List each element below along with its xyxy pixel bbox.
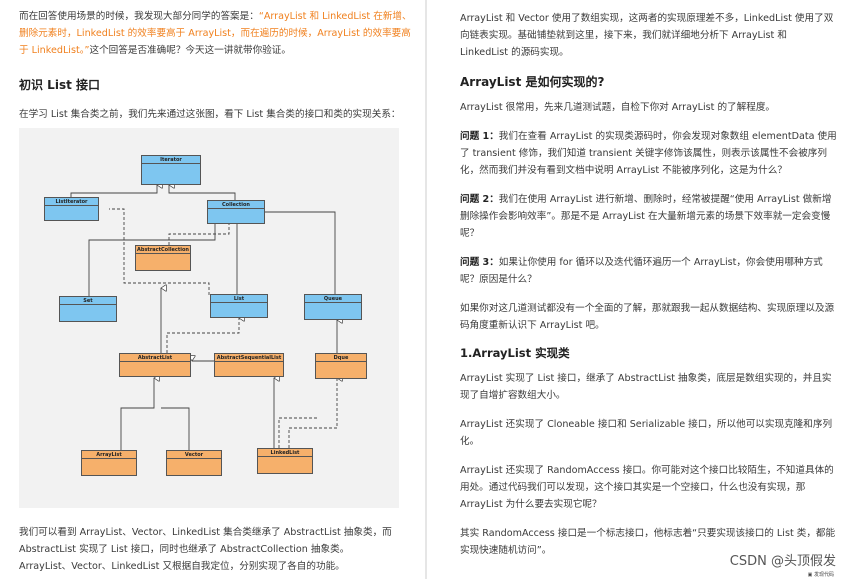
para-before-diagram: 在学习 List 集合类之前，我们先来通过这张图，看下 List 集合类的接口和…	[19, 109, 401, 120]
section-heading-list: 初识 List 接口	[19, 78, 100, 92]
para-quiz-intro: ArrayList 很常用，先来几道测试题，自检下你对 ArrayList 的了…	[460, 102, 776, 113]
uml-node-abstractlist: AbstractList	[119, 353, 191, 377]
intro-text-end: 这个回答是否准确呢？今天这一讲就带你验证。	[89, 45, 291, 56]
uml-node-collection: Collection	[207, 200, 265, 224]
small-watermark: ▣ 发现代码	[807, 572, 834, 578]
question-2: 问题 2：我们在使用 ArrayList 进行新增、删除时，经常被提醒“使用 A…	[460, 194, 832, 239]
left-page: 而在回答使用场景的时候，我发现大部分同学的答案是：“ArrayList 和 Li…	[0, 0, 425, 579]
intro-highlight: “ArrayList 和 LinkedList 在新增、删除元素时，Linked…	[19, 11, 412, 56]
uml-node-queue: Queue	[304, 294, 362, 320]
uml-node-arraylist: ArrayList	[81, 450, 137, 476]
csdn-watermark: CSDN @头顶假发	[729, 554, 836, 569]
para-randomaccess-marker: 其实 RandomAccess 接口是一个标志接口，他标志着“只要实现该接口的 …	[460, 528, 836, 556]
question-1: 问题 1：我们在查看 ArrayList 的实现类源码时，你会发现对象数组 el…	[460, 131, 837, 176]
intro-text: 而在回答使用场景的时候，我发现大部分同学的答案是：	[19, 11, 259, 22]
uml-node-abstractsequentiallist: AbstractSequentialList	[214, 353, 284, 377]
uml-node-vector: Vector	[166, 450, 222, 476]
para-arraylist-impl: ArrayList 实现了 List 接口，继承了 AbstractList 抽…	[460, 373, 832, 401]
section-heading-how: ArrayList 是如何实现的?	[460, 75, 605, 89]
para-array-vector: ArrayList 和 Vector 使用了数组实现，这两者的实现原理差不多，L…	[460, 13, 834, 58]
uml-node-linkedlist: LinkedList	[257, 448, 313, 474]
page-divider	[425, 0, 427, 579]
para-recap: 如果你对这几道测试都没有一个全面的了解，那就跟我一起从数据结构、实现原理以及源码…	[460, 303, 835, 331]
uml-class-diagram: Iterator ListIterator Collection Abstrac…	[19, 128, 399, 508]
section-heading-arraylist: 1.ArrayList 实现类	[460, 346, 570, 360]
para-randomaccess: ArrayList 还实现了 RandomAccess 接口。你可能对这个接口比…	[460, 465, 834, 510]
right-page: ArrayList 和 Vector 使用了数组实现，这两者的实现原理差不多，L…	[428, 0, 852, 579]
intro-paragraph: 而在回答使用场景的时候，我发现大部分同学的答案是：“ArrayList 和 Li…	[19, 8, 415, 59]
uml-node-abstractcollection: AbstractCollection	[135, 245, 191, 271]
uml-node-dque: Dque	[315, 353, 367, 379]
uml-node-set: Set	[59, 296, 117, 322]
para-after-diagram: 我们可以看到 ArrayList、Vector、LinkedList 集合类继承…	[19, 527, 392, 572]
uml-node-listiterator: ListIterator	[44, 197, 99, 221]
uml-connectors	[70, 128, 399, 450]
para-cloneable: ArrayList 还实现了 Cloneable 接口和 Serializabl…	[460, 419, 833, 447]
question-3: 问题 3：如果让你使用 for 循环以及迭代循环遍历一个 ArrayList，你…	[460, 257, 823, 285]
uml-node-iterator: Iterator	[141, 155, 201, 185]
uml-node-list: List	[210, 294, 268, 318]
